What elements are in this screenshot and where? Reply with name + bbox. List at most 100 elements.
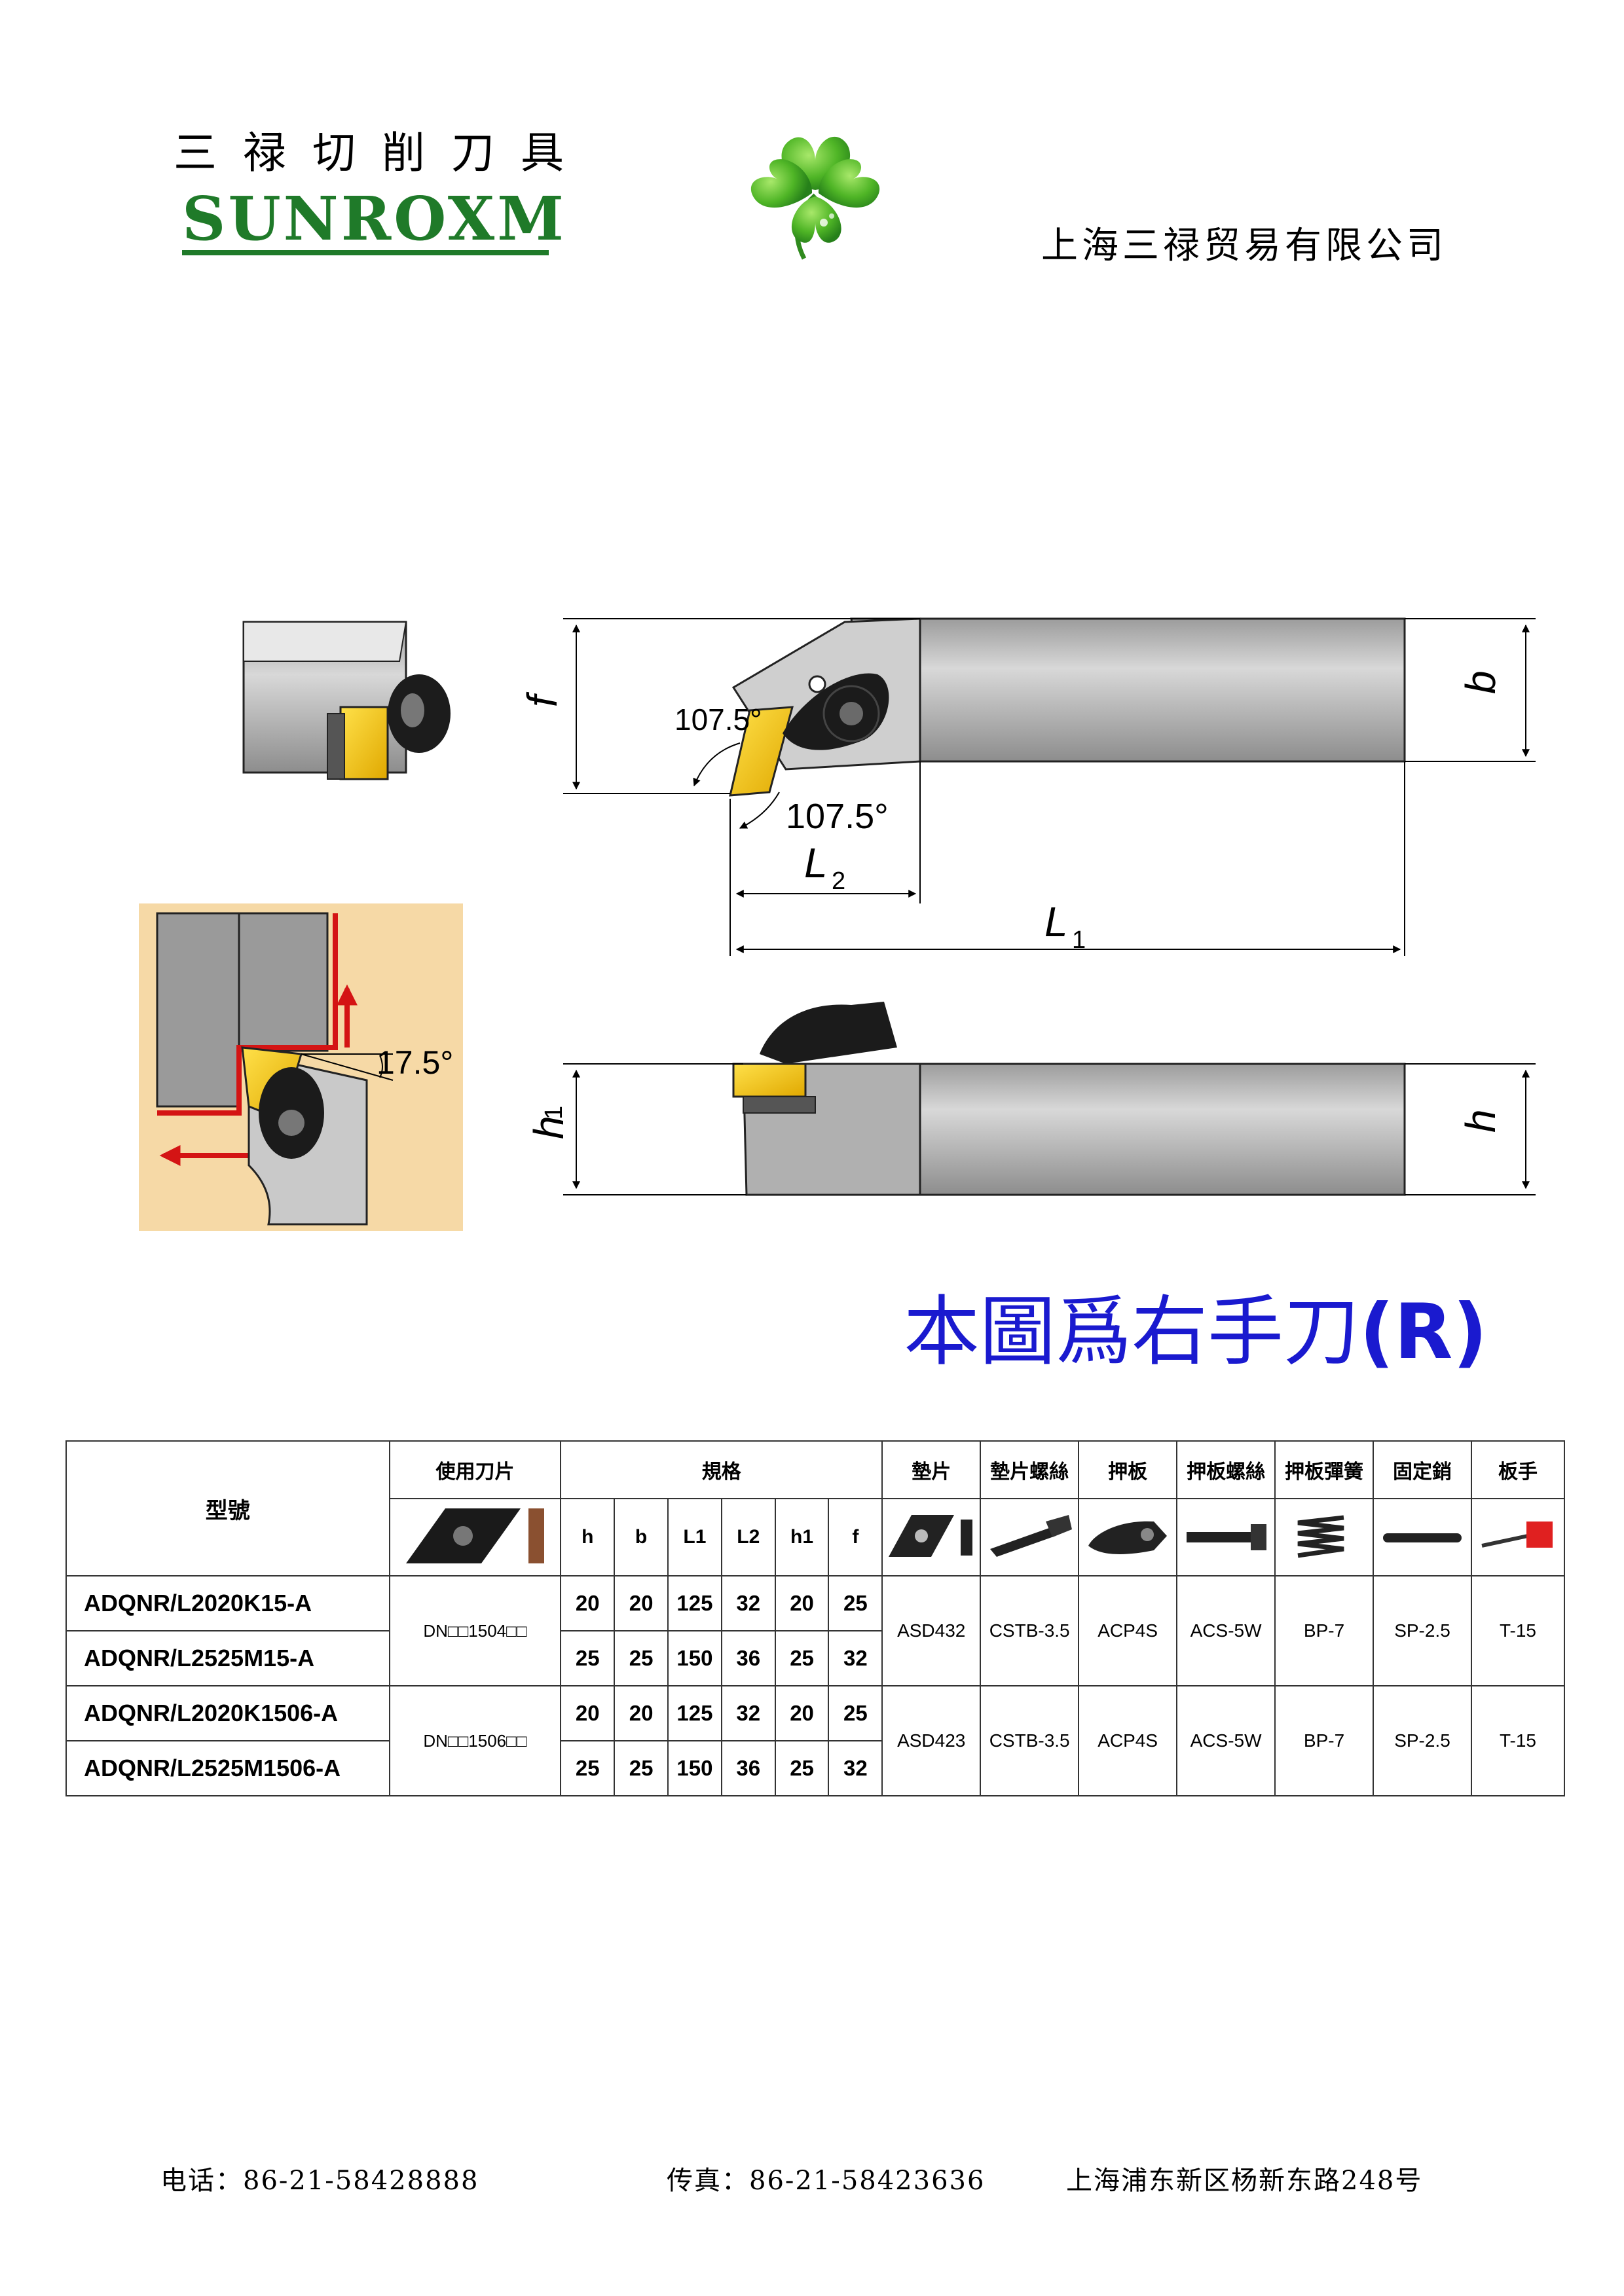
header-pin: 固定銷 <box>1373 1440 1472 1499</box>
brand-underline <box>182 250 549 255</box>
caption-suffix: (R) <box>1359 1288 1488 1376</box>
header-shim: 墊片 <box>881 1440 982 1499</box>
insert-code-cell: DN□□1506□□ <box>388 1685 562 1796</box>
spec-col-L1: L1 <box>667 1498 722 1576</box>
spec-value: 25 <box>614 1630 669 1686</box>
clamp-screw-icon <box>1187 1523 1267 1550</box>
insert-shape <box>729 706 794 797</box>
header-clamp: 押板 <box>1078 1440 1178 1499</box>
spec-col-f: f <box>828 1498 883 1576</box>
header-insert: 使用刀片 <box>388 1440 562 1499</box>
clamp-image-cell <box>1078 1498 1178 1576</box>
caption-text: 本圖爲右手刀 <box>904 1288 1359 1376</box>
dim-label-b: b <box>1457 670 1504 694</box>
spec-value: 20 <box>560 1575 616 1631</box>
spec-value: 125 <box>667 1575 722 1631</box>
footer-phone: 电话：86-21-58428888 <box>160 2166 479 2196</box>
spec-value: 32 <box>828 1740 883 1796</box>
header-shim-screw: 墊片螺絲 <box>980 1440 1080 1499</box>
spec-value: 32 <box>720 1685 776 1741</box>
angle-label-bottom: 107.5° <box>786 797 889 836</box>
spec-col-L2: L2 <box>720 1498 776 1576</box>
clamp-spring-code: BP-7 <box>1274 1575 1375 1686</box>
spec-value: 20 <box>614 1685 669 1741</box>
shim-code: ASD423 <box>881 1685 982 1796</box>
spec-value: 36 <box>720 1630 776 1686</box>
clamp-screw-image-cell <box>1176 1498 1276 1576</box>
header-clamp-spring: 押板彈簧 <box>1274 1440 1375 1499</box>
shim-icon <box>889 1514 973 1557</box>
right-hand-caption: 本圖爲右手刀(R) <box>904 1270 1487 1380</box>
insert-image-cell <box>388 1498 562 1576</box>
spec-value: 25 <box>614 1740 669 1796</box>
clamp-screw-code: ACS-5W <box>1176 1575 1276 1686</box>
clover-logo-icon <box>750 136 880 260</box>
wrench-code: T-15 <box>1470 1685 1566 1796</box>
clamp-spring-code: BP-7 <box>1274 1685 1375 1796</box>
dim-label-f: f <box>519 691 566 707</box>
spec-col-h: h <box>560 1498 616 1576</box>
header-spec: 規格 <box>560 1440 883 1499</box>
model-cell: ADQNR/L2525M1506-A <box>65 1740 390 1796</box>
insert-code-cell: DN□□1504□□ <box>388 1575 562 1686</box>
spec-value: 25 <box>828 1575 883 1631</box>
tool-drawing: 107.5° 107.5° 17.5° f b L 2 L 1 h 1 h <box>139 617 1536 1231</box>
header-wrench: 板手 <box>1470 1440 1566 1499</box>
dim-label-h1: h <box>525 1116 572 1139</box>
shim-code: ASD432 <box>881 1575 982 1686</box>
model-cell: ADQNR/L2020K1506-A <box>65 1685 390 1741</box>
shim-screw-image-cell <box>980 1498 1080 1576</box>
dim-label-h: h <box>1457 1109 1504 1133</box>
spec-col-b: b <box>614 1498 669 1576</box>
side-view-drawing <box>563 1002 1536 1196</box>
spec-value: 32 <box>720 1575 776 1631</box>
spec-col-h1: h1 <box>774 1498 830 1576</box>
dim-label-h1-sub: 1 <box>540 1106 568 1120</box>
spec-value: 25 <box>560 1740 616 1796</box>
spec-value: 20 <box>774 1575 830 1631</box>
model-cell: ADQNR/L2020K15-A <box>65 1575 390 1631</box>
top-view-drawing <box>563 617 1536 956</box>
dim-label-L2-sub: 2 <box>832 867 845 895</box>
end-view-drawing <box>242 621 451 780</box>
shim-screw-code: CSTB-3.5 <box>980 1575 1080 1686</box>
clamp-code: ACP4S <box>1078 1685 1178 1796</box>
pin-code: SP-2.5 <box>1373 1685 1472 1796</box>
spec-value: 32 <box>828 1630 883 1686</box>
spec-value: 125 <box>667 1685 722 1741</box>
wrench-icon <box>1481 1521 1553 1548</box>
clamp-spring-image-cell <box>1274 1498 1375 1576</box>
company-name: 上海三禄贸易有限公司 <box>1041 225 1447 267</box>
spec-value: 150 <box>667 1740 722 1796</box>
header-model: 型號 <box>65 1440 390 1576</box>
insert-icon <box>406 1508 545 1563</box>
brand-chinese-name: 三禄切削刀具 <box>174 128 590 178</box>
header-clamp-screw: 押板螺絲 <box>1176 1440 1276 1499</box>
angle-label-top: 107.5° <box>674 702 762 737</box>
spec-value: 25 <box>774 1630 830 1686</box>
angle-label-side: 17.5° <box>377 1044 453 1081</box>
spec-value: 150 <box>667 1630 722 1686</box>
spec-value: 25 <box>828 1685 883 1741</box>
spec-value: 20 <box>560 1685 616 1741</box>
pin-icon <box>1382 1533 1462 1542</box>
clamp-icon <box>1088 1521 1168 1554</box>
spec-table: 型號 使用刀片 規格 墊片 墊片螺絲 押板 押板螺絲 押板彈簧 固定銷 板手 h… <box>65 1440 1566 1796</box>
footer-address: 上海浦东新区杨新东路248号 <box>1066 2166 1423 2196</box>
spring-icon <box>1297 1515 1344 1558</box>
spec-value: 20 <box>774 1685 830 1741</box>
dim-label-L1: L <box>1044 898 1068 945</box>
dim-label-L1-sub: 1 <box>1072 926 1086 954</box>
wrench-code: T-15 <box>1470 1575 1566 1686</box>
dim-label-L2: L <box>804 839 828 886</box>
pin-code: SP-2.5 <box>1373 1575 1472 1686</box>
shim-image-cell <box>881 1498 982 1576</box>
clamp-code: ACP4S <box>1078 1575 1178 1686</box>
shim-screw-code: CSTB-3.5 <box>980 1685 1080 1796</box>
machining-diagram <box>139 903 463 1231</box>
spec-value: 20 <box>614 1575 669 1631</box>
footer-fax: 传真：86-21-58423636 <box>667 2166 986 2196</box>
model-cell: ADQNR/L2525M15-A <box>65 1630 390 1686</box>
spec-value: 25 <box>560 1630 616 1686</box>
wrench-image-cell <box>1470 1498 1566 1576</box>
